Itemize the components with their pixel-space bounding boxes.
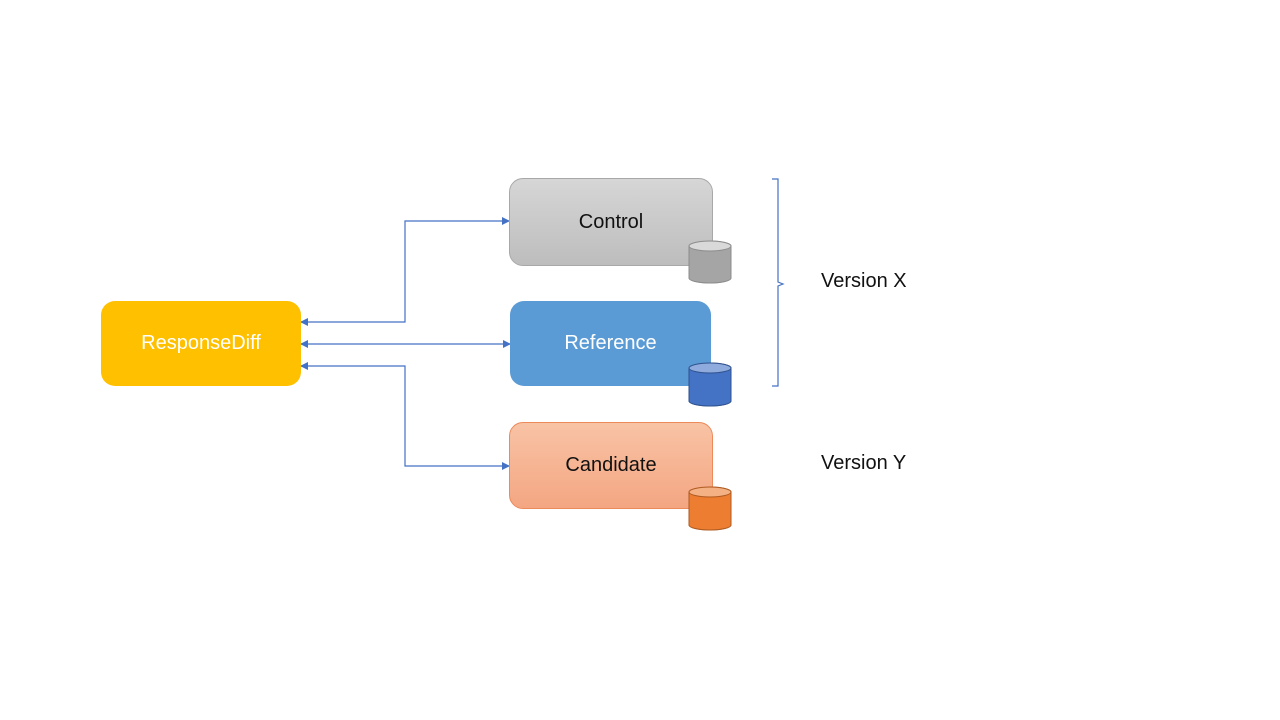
version-x-bracket <box>772 178 785 387</box>
connector-candidate <box>300 362 510 470</box>
reference-node: Reference <box>510 301 711 386</box>
reference-label: Reference <box>564 332 657 354</box>
response-diff-node: ResponseDiff <box>101 301 301 386</box>
candidate-node: Candidate <box>509 422 713 509</box>
control-node: Control <box>509 178 713 266</box>
candidate-label: Candidate <box>565 454 657 476</box>
connector-control <box>300 217 510 326</box>
version-x-label: Version X <box>821 270 907 292</box>
version-y-label: Version Y <box>821 452 907 474</box>
response-diff-label: ResponseDiff <box>141 332 261 354</box>
control-label: Control <box>578 210 644 233</box>
